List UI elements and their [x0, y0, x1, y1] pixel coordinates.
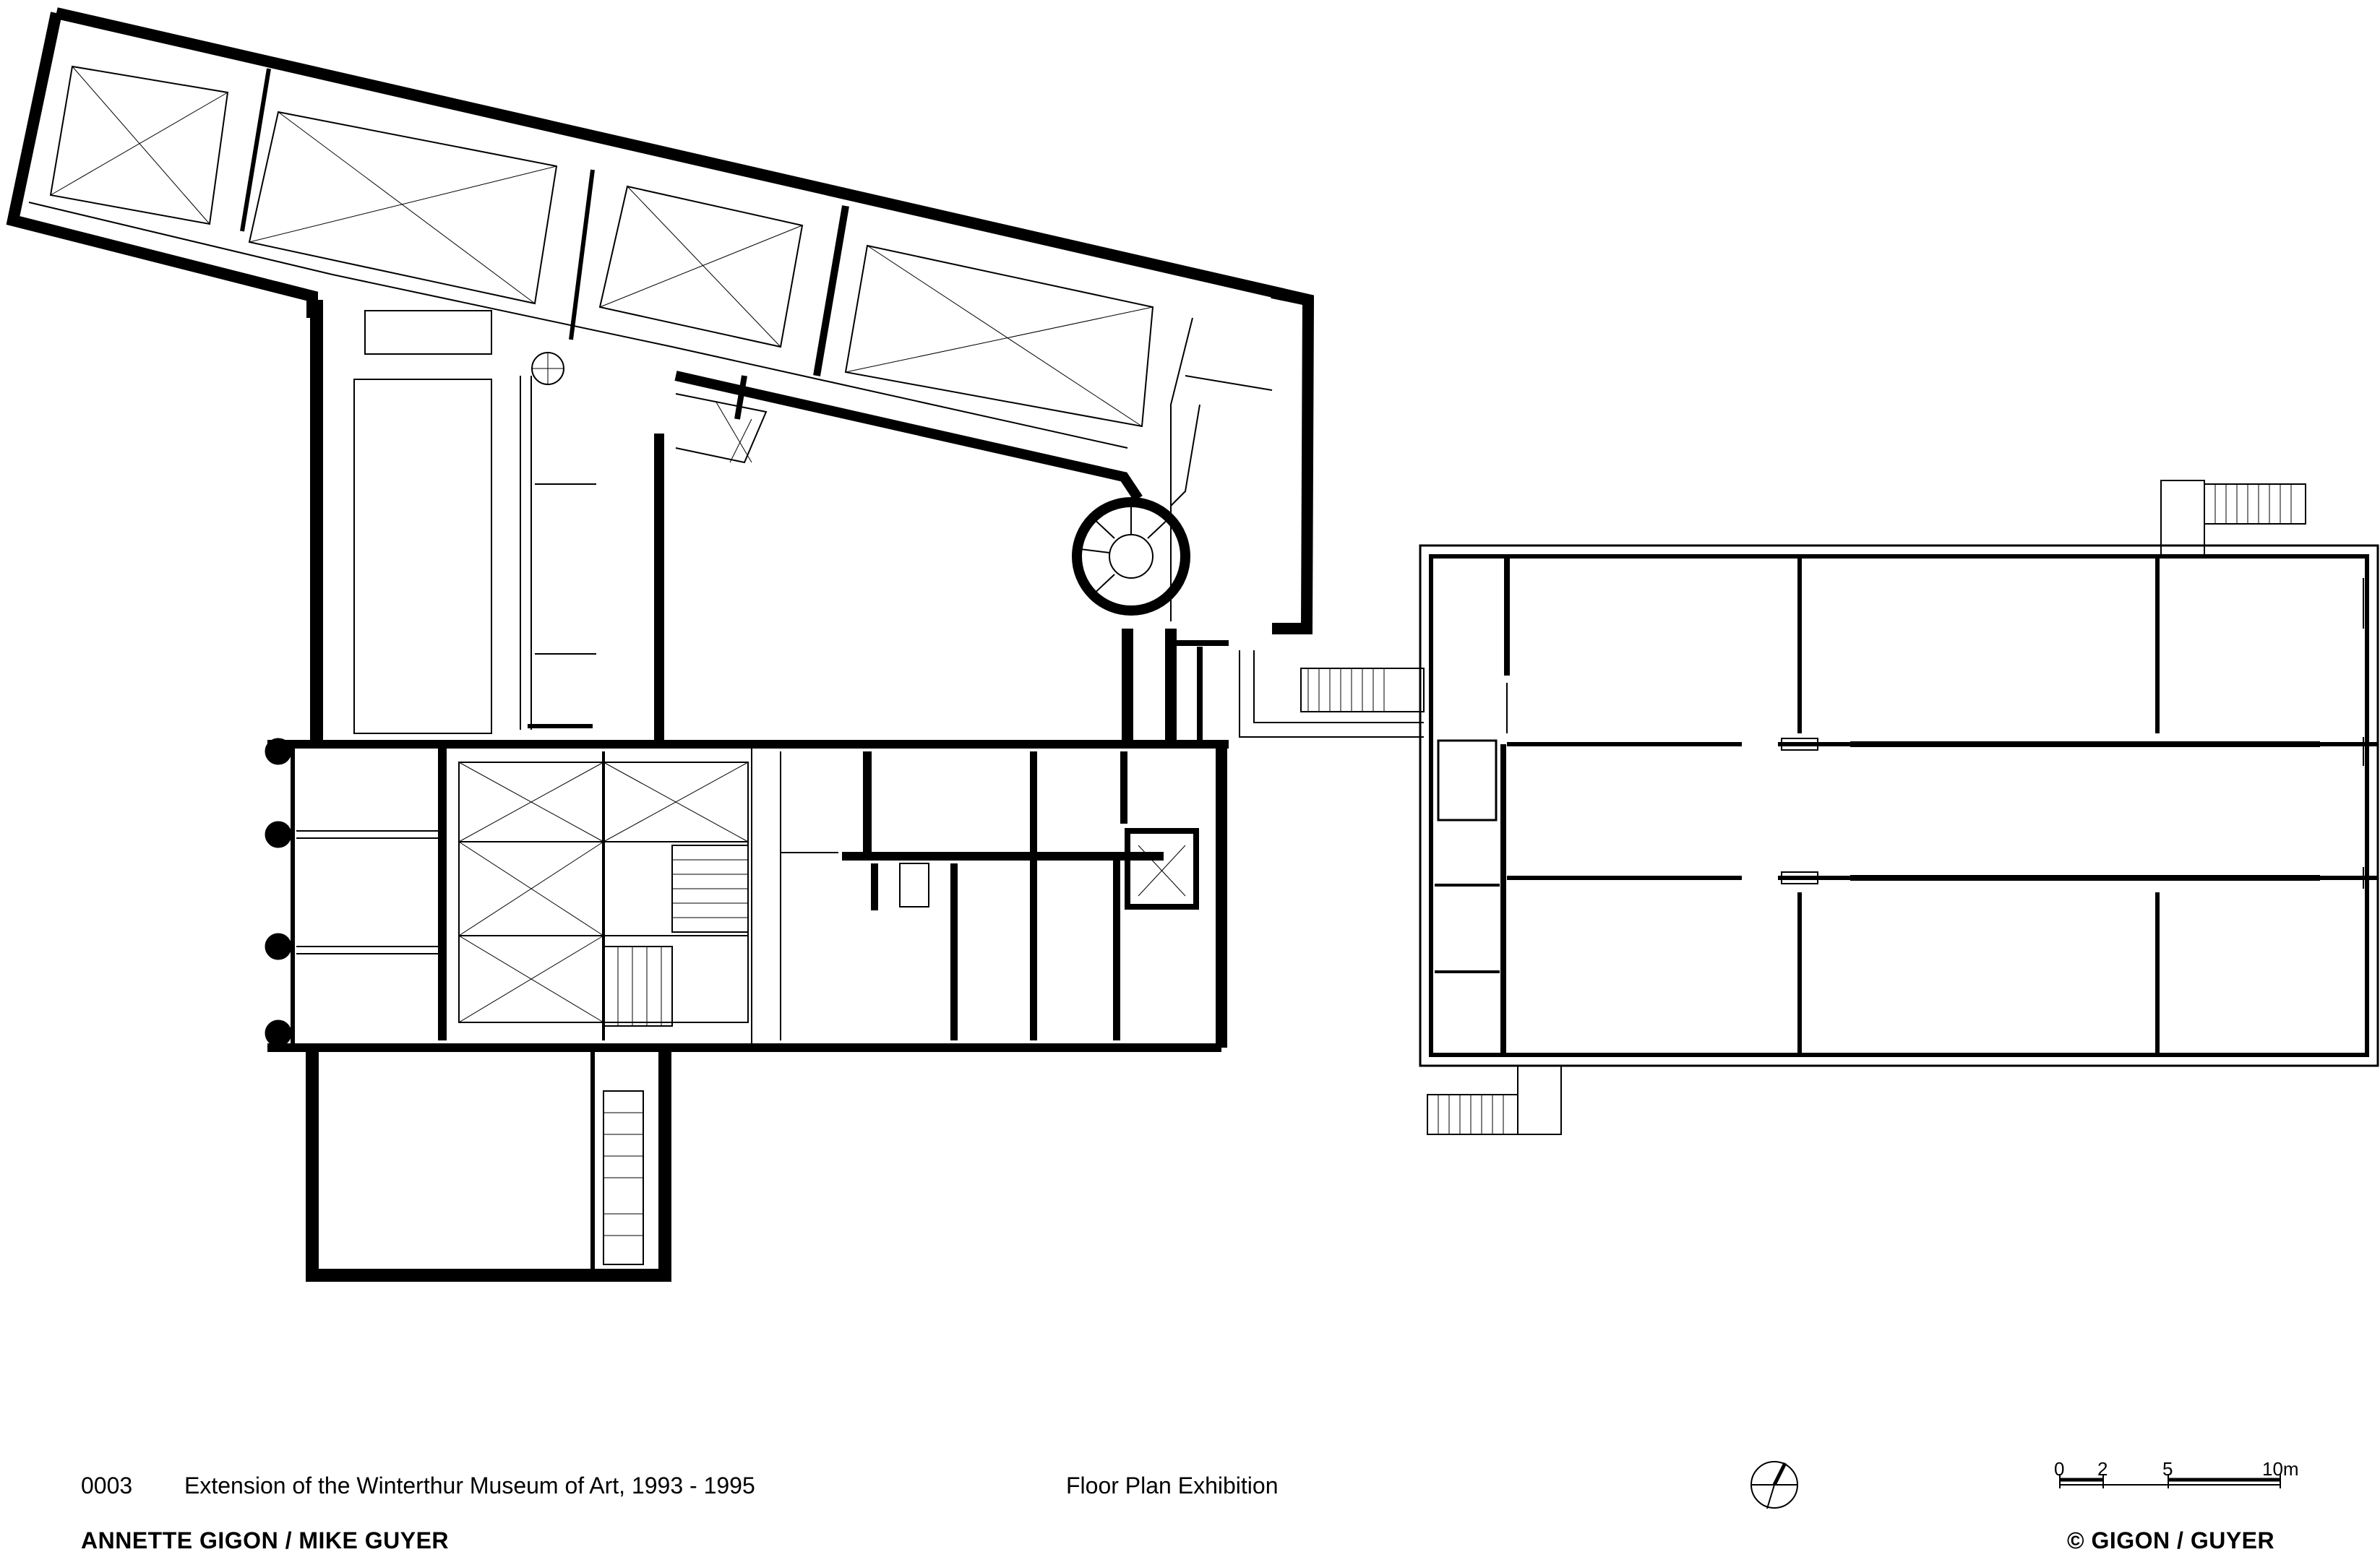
- central-block: [265, 738, 1229, 1052]
- scale-label-10m: 10m: [2262, 1458, 2299, 1480]
- courtyard: [654, 317, 1273, 744]
- project-number: 0003: [81, 1473, 133, 1499]
- copyright-credit: © GIGON / GUYER: [2067, 1527, 2275, 1553]
- scale-label-0: 0: [2054, 1458, 2065, 1480]
- project-title: Extension of the Winterthur Museum of Ar…: [184, 1473, 755, 1499]
- north-arrow-icon: [1750, 1461, 1798, 1509]
- scale-label-2: 2: [2097, 1458, 2108, 1480]
- new-extension: [1419, 480, 2379, 1135]
- scale-label-5: 5: [2162, 1458, 2173, 1480]
- drawing-title: Floor Plan Exhibition: [1066, 1473, 1279, 1499]
- scale-bar: [2059, 1474, 2281, 1488]
- architects-credit: ANNETTE GIGON / MIKE GUYER: [81, 1527, 450, 1553]
- connection-bridge: [1239, 650, 1425, 738]
- south-wing: [306, 1048, 671, 1282]
- west-wing: [310, 300, 596, 744]
- angled-north-wing: [6, 7, 1315, 634]
